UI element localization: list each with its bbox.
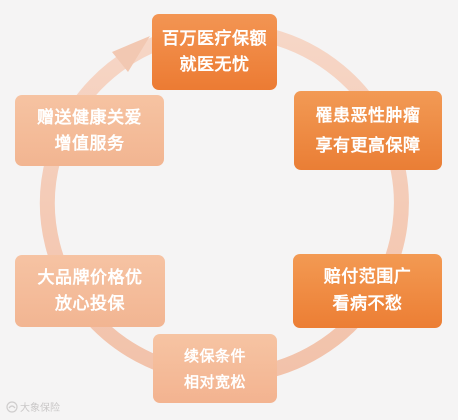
- benefit-subtitle: 放心投保: [55, 294, 125, 314]
- benefit-subtitle: 相对宽松: [183, 372, 246, 391]
- watermark-text: 大象保险: [20, 403, 60, 414]
- benefit-box-malignant-tumor: 罹患恶性肿瘤 享有更高保障: [294, 91, 442, 170]
- benefit-title: 赔付范围广: [323, 267, 412, 287]
- benefit-subtitle: 看病不愁: [332, 294, 403, 314]
- benefit-title: 大品牌价格优: [37, 268, 143, 288]
- benefit-title: 续保条件: [183, 346, 246, 365]
- watermark-logo-icon: [6, 400, 18, 413]
- benefit-subtitle: 就医无忧: [179, 55, 250, 75]
- benefit-title: 罹患恶性肿瘤: [315, 105, 421, 126]
- benefit-box-brand-price: 大品牌价格优 放心投保: [15, 255, 165, 327]
- benefit-box-renewal-terms: 续保条件 相对宽松: [153, 334, 277, 403]
- cycle-arrow-head: [112, 36, 150, 72]
- benefit-subtitle: 享有更高保障: [315, 135, 421, 156]
- benefit-box-million-coverage: 百万医疗保额 就医无忧: [152, 14, 277, 90]
- benefit-subtitle: 增值服务: [54, 133, 125, 154]
- benefit-title: 百万医疗保额: [162, 29, 267, 49]
- benefit-title: 赠送健康关爱: [37, 107, 142, 128]
- benefit-box-health-care-gift: 赠送健康关爱 增值服务: [15, 95, 164, 166]
- benefit-box-wide-claims: 赔付范围广 看病不愁: [293, 254, 442, 328]
- watermark: 大象保险: [6, 399, 60, 414]
